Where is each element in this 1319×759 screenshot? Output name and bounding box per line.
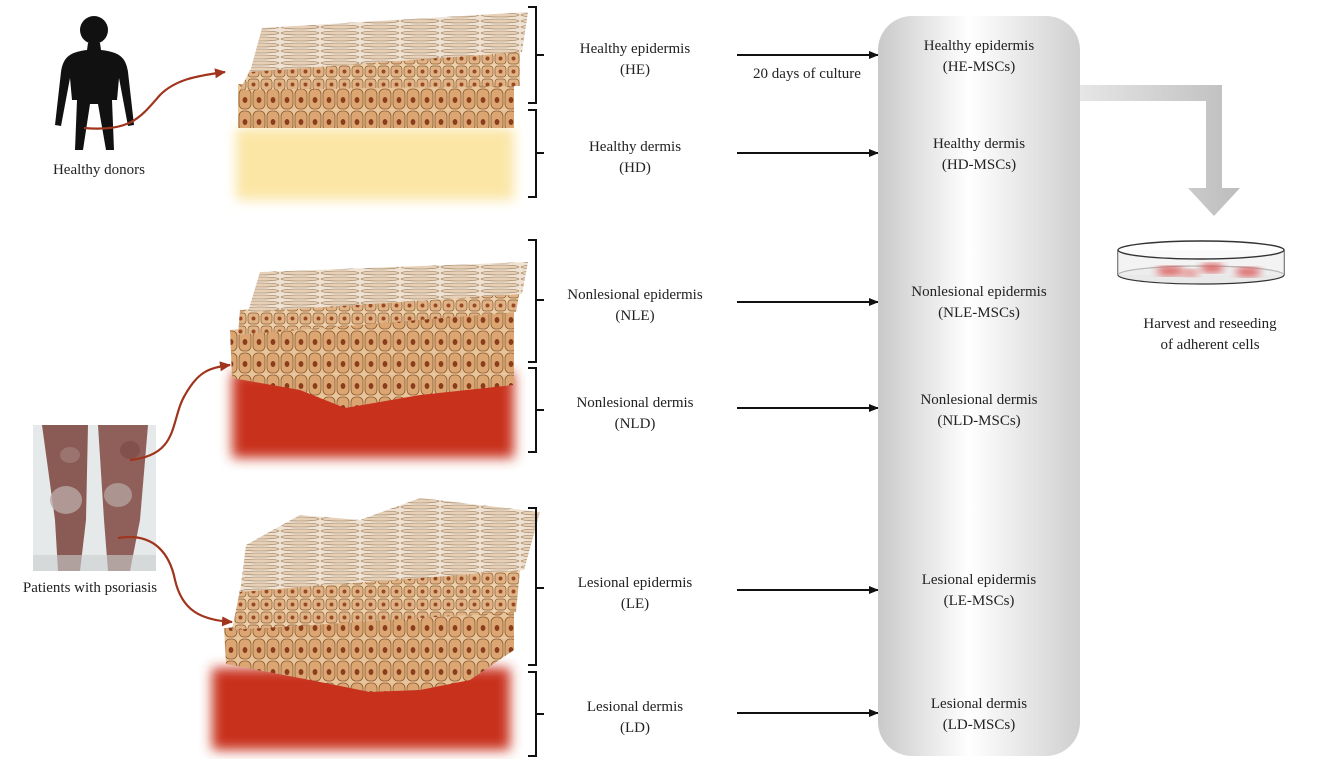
culture-duration-label: 20 days of culture [737,64,877,85]
msc-ld-abbr: (LD-MSCs) [878,715,1080,736]
msc-hd-name: Healthy dermis [878,134,1080,155]
tissue-label-le: Lesional epidermis (LE) [535,573,735,615]
msc-nle-abbr: (NLE-MSCs) [878,303,1080,324]
msc-le-abbr: (LE-MSCs) [878,591,1080,612]
msc-nld-name: Nonlesional dermis [878,390,1080,411]
msc-label-ld: Lesional dermis (LD-MSCs) [878,694,1080,736]
msc-column [878,16,1080,756]
msc-he-name: Healthy epidermis [878,36,1080,57]
nonlesional-skin-illustration [230,262,528,458]
msc-label-le: Lesional epidermis (LE-MSCs) [878,570,1080,612]
tissue-nle-name: Nonlesional epidermis [535,285,735,306]
tissue-le-abbr: (LE) [535,594,735,615]
tissue-hd-name: Healthy dermis [545,137,725,158]
tissue-label-nle: Nonlesional epidermis (NLE) [535,285,735,327]
msc-he-abbr: (HE-MSCs) [878,57,1080,78]
harvest-arrow [1080,85,1240,216]
harvest-label: Harvest and reseeding of adherent cells [1115,314,1305,356]
petri-dish-icon [1118,241,1284,284]
tissue-nld-abbr: (NLD) [535,414,735,435]
harvest-line-1: Harvest and reseeding [1115,314,1305,335]
tissue-hd-abbr: (HD) [545,158,725,179]
tissue-nle-abbr: (NLE) [535,306,735,327]
tissue-ld-name: Lesional dermis [535,697,735,718]
tissue-ld-abbr: (LD) [535,718,735,739]
culture-arrows [737,55,878,713]
healthy-donors-label: Healthy donors [24,160,174,181]
msc-hd-abbr: (HD-MSCs) [878,155,1080,176]
msc-ld-name: Lesional dermis [878,694,1080,715]
tissue-he-name: Healthy epidermis [545,39,725,60]
tissue-he-abbr: (HE) [545,60,725,81]
human-silhouette-icon [55,16,134,150]
lesional-skin-illustration [212,498,540,750]
msc-label-hd: Healthy dermis (HD-MSCs) [878,134,1080,176]
tissue-label-hd: Healthy dermis (HD) [545,137,725,179]
tissue-brackets [528,7,544,756]
msc-label-nle: Nonlesional epidermis (NLE-MSCs) [878,282,1080,324]
msc-label-he: Healthy epidermis (HE-MSCs) [878,36,1080,78]
tissue-label-ld: Lesional dermis (LD) [535,697,735,739]
tissue-le-name: Lesional epidermis [535,573,735,594]
msc-nld-abbr: (NLD-MSCs) [878,411,1080,432]
harvest-line-2: of adherent cells [1115,335,1305,356]
patient-legs-photo [33,425,156,571]
msc-label-nld: Nonlesional dermis (NLD-MSCs) [878,390,1080,432]
tissue-nld-name: Nonlesional dermis [535,393,735,414]
tissue-label-nld: Nonlesional dermis (NLD) [535,393,735,435]
tissue-label-he: Healthy epidermis (HE) [545,39,725,81]
patients-label: Patients with psoriasis [0,578,180,599]
msc-le-name: Lesional epidermis [878,570,1080,591]
msc-nle-name: Nonlesional epidermis [878,282,1080,303]
healthy-skin-illustration [236,12,528,200]
